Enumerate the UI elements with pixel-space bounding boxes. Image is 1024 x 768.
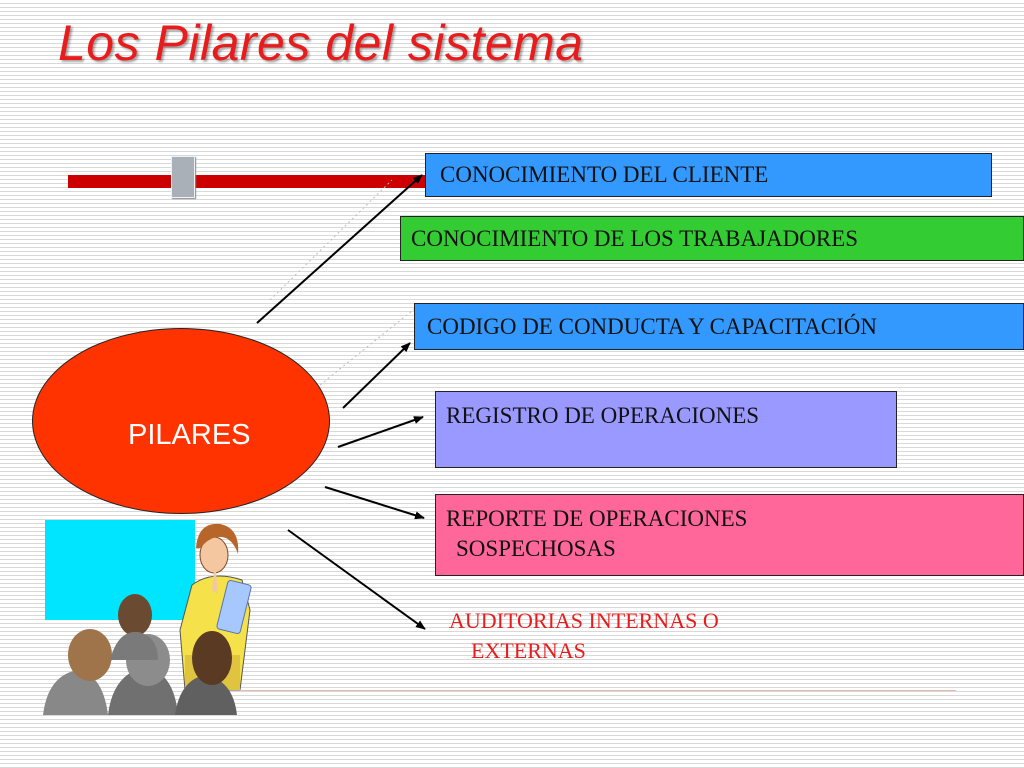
divider-line xyxy=(240,690,956,691)
arrow-to-conocimiento-cliente xyxy=(256,174,423,324)
pillar-reporte-line-2: SOSPECHOSAS xyxy=(456,536,616,561)
presentation-board xyxy=(45,520,195,620)
guide-line xyxy=(319,305,419,386)
arrow-to-registro-operaciones xyxy=(337,416,424,448)
arrow-to-reporte-operaciones xyxy=(324,486,425,520)
pillar-conocimiento-cliente: CONOCIMIENTO DEL CLIENTE xyxy=(425,153,992,197)
arrow-to-codigo-conducta xyxy=(342,342,411,409)
pillar-codigo-conducta: CODIGO DE CONDUCTA Y CAPACITACIÓN xyxy=(414,303,1024,350)
pillar-registro-operaciones: REGISTRO DE OPERACIONES xyxy=(435,391,897,468)
arrow-to-auditorias xyxy=(287,529,426,630)
pillar-auditorias-line-1: AUDITORIAS INTERNAS O xyxy=(449,608,719,633)
decorative-red-bar xyxy=(68,175,425,188)
pillar-conocimiento-trabajadores: CONOCIMIENTO DE LOS TRABAJADORES xyxy=(400,216,1024,261)
guide-line xyxy=(269,179,393,301)
audience-figures xyxy=(43,594,237,715)
decorative-slider-handle xyxy=(171,156,195,198)
center-label: PILARES xyxy=(128,419,251,451)
center-ellipse xyxy=(32,328,330,514)
pillar-auditorias-line-2: EXTERNAS xyxy=(471,638,586,663)
pillar-reporte-operaciones: REPORTE DE OPERACIONES SOSPECHOSAS xyxy=(435,494,1024,576)
pillar-reporte-line-1: REPORTE DE OPERACIONES xyxy=(446,506,748,531)
slide-title: Los Pilares del sistema xyxy=(58,15,584,71)
pillar-auditorias: AUDITORIAS INTERNAS O EXTERNAS xyxy=(449,606,719,666)
